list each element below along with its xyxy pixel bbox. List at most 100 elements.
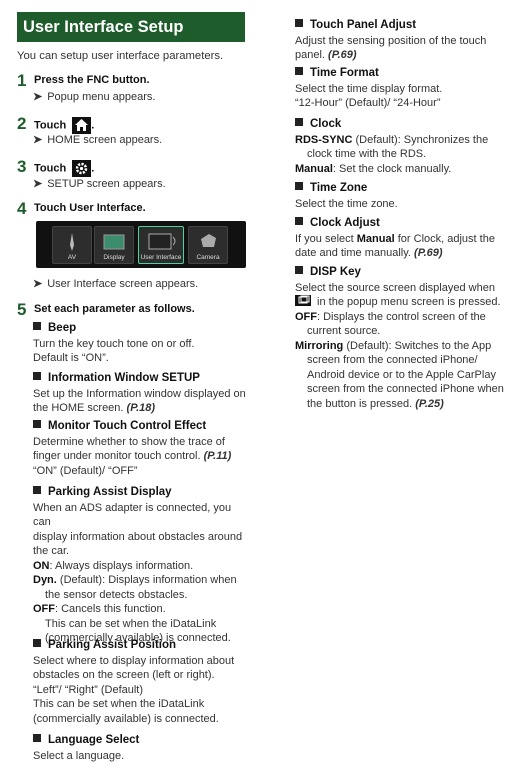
section-text: obstacles on the screen (left or right). [33,669,215,681]
square-bullet-icon [33,734,41,742]
section-text: Set up the Information window displayed … [33,387,246,400]
step-3-result: ➤SETUP screen appears. [33,178,166,190]
button-label: User Interface [140,254,182,261]
section-text: : Set the clock manually. [332,162,452,175]
page-reference: (P.18) [126,402,156,414]
section-text: panel. [295,49,329,61]
option-key: ON [33,559,50,572]
display-icon [103,234,125,250]
square-bullet-icon [295,19,303,27]
section-text: the button is pressed. [307,397,416,410]
section-text: finger under monitor touch control. [33,450,204,462]
section-text: If you select [295,232,357,245]
section-text: the sensor detects obstacles. [45,588,188,601]
square-bullet-icon [295,118,303,126]
step-4-result: ➤User Interface screen appears. [33,278,199,290]
section-parking-assist-display: Parking Assist Display When an ADS adapt… [33,485,248,646]
option-key: OFF [33,603,55,615]
section-heading: Beep [48,322,77,334]
user-interface-button[interactable]: User Interface [138,226,184,264]
setup-menu-bar: AV Display User Interface Camera [36,221,246,268]
section-text: Default is “ON”. [33,352,109,364]
section-text: (commercially available) is connected. [45,632,231,644]
section-text: This can be set when the iDataLink [45,617,217,630]
step-text: Touch [34,119,67,132]
arrow-right-icon: ➤ [33,278,43,290]
step-text: . [142,202,146,214]
button-label: Display [103,254,125,261]
section-heading: Clock Adjust [310,217,380,229]
section-title-bar: User Interface Setup [17,12,245,42]
section-text: : Cancels this function. [55,603,166,615]
disp-key-icon [295,295,311,306]
section-text: Select a language. [33,749,125,762]
section-text: Adjust the sensing position of the touch [295,34,487,47]
section-text: in the popup menu screen is pressed. [314,296,501,308]
button-label: Camera [196,254,220,261]
home-icon [72,117,92,134]
arrow-right-icon: ➤ [33,134,43,146]
camera-button[interactable]: Camera [188,226,228,264]
section-text: : Displays the control screen of the [317,310,486,323]
page-title: User Interface Setup [23,18,184,36]
section-text: “12-Hour” (Default)/ “24-Hour” [295,97,441,109]
option-key: Manual [295,162,333,175]
section-time-zone: Time Zone Select the time zone. [295,181,510,211]
section-text: (Default): Displays information when [56,574,237,586]
option-key: Mirroring [295,339,344,352]
page-reference: (P.25) [415,397,444,410]
section-text: : Always displays information. [49,559,194,572]
section-text: current source. [307,325,381,337]
step-number: 3 [17,157,27,176]
section-text: (Default): Synchronizes the [352,133,489,146]
option-key: OFF [295,310,317,323]
section-heading: Parking Assist Position [48,639,177,651]
section-text: Select the source screen displayed when [295,281,495,294]
display-button[interactable]: Display [94,226,134,264]
step-number: 2 [17,114,27,133]
section-time-format: Time Format Select the time display form… [295,66,510,111]
page-reference: (P.11) [203,450,232,462]
section-text: screen from the connected iPhone/ [307,354,478,366]
step-text: Press the [34,74,87,86]
key-label: FNC [86,74,110,86]
section-text: screen from the connected iPhone when [307,383,504,395]
section-text: Select the time display format. [295,82,443,95]
section-language-select: Language Select Select a language. [33,733,248,763]
section-text: “Left”/ “Right” (Default) [33,683,144,696]
section-text: “ON” (Default)/ “OFF” [33,464,138,477]
key-label: User Interface [69,202,143,214]
section-text: (commercially available) is connected. [33,712,219,725]
option-key: RDS-SYNC [295,133,353,146]
section-heading: Monitor Touch Control Effect [48,420,207,432]
option-key: Dyn. [33,574,57,586]
section-heading: Clock [310,118,342,130]
section-heading: Language Select [48,734,140,746]
step-1-result: ➤Popup menu appears. [33,91,156,103]
step-text: Set each parameter as follows. [34,303,195,315]
section-heading: Time Format [310,67,379,79]
section-parking-assist-position: Parking Assist Position Select where to … [33,638,248,726]
section-heading: Information Window SETUP [48,372,200,384]
section-text: date and time manually. [295,247,415,259]
button-label: AV [67,254,77,261]
section-touch-panel-adjust: Touch Panel Adjust Adjust the sensing po… [295,18,510,63]
section-beep: Beep Turn the key touch tone on or off. … [33,321,248,366]
arrow-right-icon: ➤ [33,178,43,190]
section-text: Turn the key touch tone on or off. [33,337,195,350]
step-number: 4 [17,199,27,218]
section-heading: Touch Panel Adjust [310,19,417,31]
av-button[interactable]: AV [52,226,92,264]
section-text: When an ADS adapter is connected, you ca… [33,501,232,529]
pen-icon [70,233,74,251]
section-text: the car. [33,545,70,557]
square-bullet-icon [295,217,303,225]
square-bullet-icon [295,182,303,190]
square-bullet-icon [33,322,41,330]
square-bullet-icon [295,67,303,75]
section-text: Android device or to the Apple CarPlay [307,368,496,381]
section-clock-adjust: Clock Adjust If you select Manual for Cl… [295,216,510,261]
section-disp-key: DISP Key Select the source screen displa… [295,265,510,411]
square-bullet-icon [33,372,41,380]
section-heading: Time Zone [310,182,368,194]
